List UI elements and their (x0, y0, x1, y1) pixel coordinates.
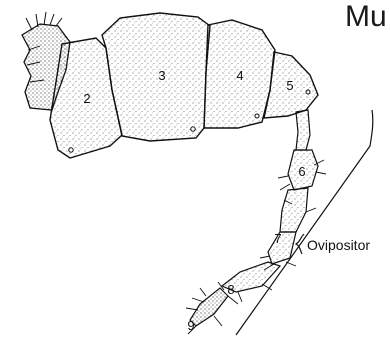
segment-label-2: 2 (83, 91, 90, 106)
segment-7 (280, 188, 308, 232)
segment-label-9: 9 (187, 318, 194, 333)
ovipositor-tube (186, 110, 326, 334)
segment-label-4: 4 (236, 68, 243, 83)
segment-label-6: 6 (298, 164, 305, 179)
segment-label-5: 5 (286, 78, 293, 93)
segment-label-7: 7 (274, 231, 281, 246)
segment-3 (102, 13, 210, 141)
segment-label-8: 8 (227, 282, 234, 297)
segment-9 (190, 288, 228, 326)
ovipositor-label: Ovipositor (307, 237, 370, 253)
segment-label-3: 3 (158, 68, 165, 83)
